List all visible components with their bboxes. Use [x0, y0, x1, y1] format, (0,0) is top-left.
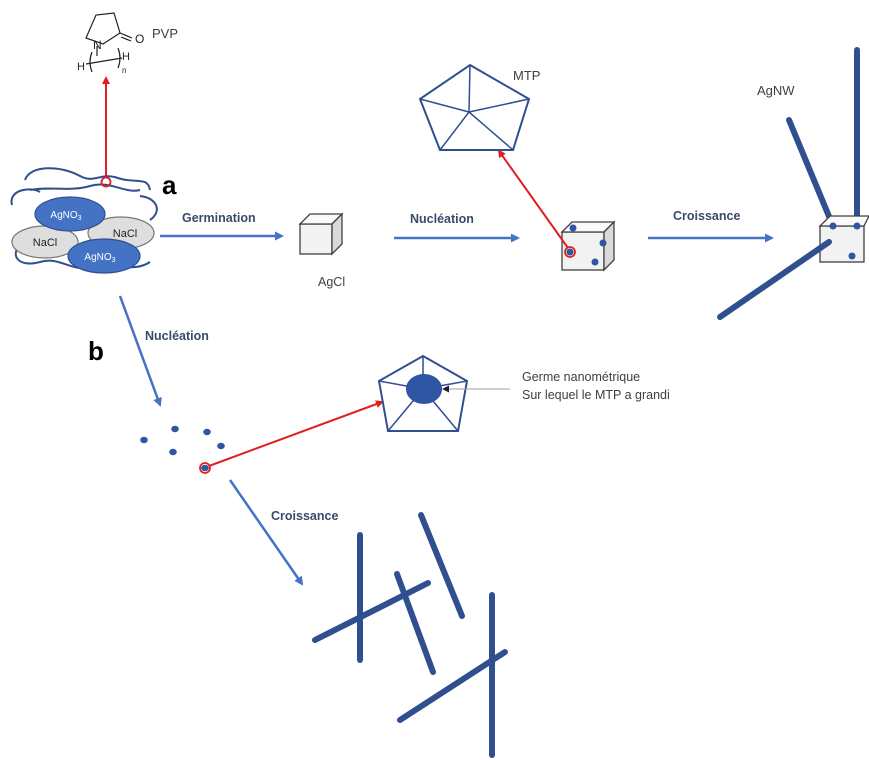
- seeded-cube: [560, 220, 616, 272]
- nanowire: [397, 649, 508, 723]
- agno3-sub-bottom: 3: [112, 257, 116, 264]
- seed-to-mtp-arrow: [208, 400, 384, 467]
- seed-highlight-marker: [564, 246, 576, 258]
- nucleation-label-a: Nucléation: [410, 212, 474, 226]
- agcl-cube: [298, 212, 344, 256]
- agno3-label-bottom: AgNO3: [84, 252, 115, 264]
- agnw-nanowires: [786, 47, 860, 231]
- nanoseed-cluster: [140, 425, 225, 472]
- nanoseed: [203, 428, 211, 436]
- agnw-cube: [818, 215, 869, 263]
- agno3-label-top: AgNO3: [50, 210, 81, 222]
- seed-dot: [591, 258, 599, 266]
- agno3-base-top: AgNO: [50, 210, 77, 221]
- oxygen-atom: O: [135, 32, 144, 46]
- mtp-pentagon: [418, 63, 531, 151]
- nanowire: [717, 239, 832, 320]
- germination-label: Germination: [182, 211, 256, 225]
- nacl-label-left: NaCl: [33, 237, 57, 249]
- nanoseed: [201, 464, 209, 472]
- nanowire: [786, 117, 836, 229]
- carbonyl-bond-double: [120, 36, 132, 42]
- carbonyl-bond: [119, 32, 133, 39]
- agno3-particle-top: AgNO3: [34, 196, 106, 232]
- chain-end-h-right: H: [122, 51, 130, 63]
- mtp-pointer-arrow: [497, 149, 569, 249]
- nanowire: [312, 580, 431, 643]
- free-nanowires: [312, 512, 508, 758]
- nanoseed: [171, 425, 179, 433]
- croissance-label-a: Croissance: [673, 209, 740, 223]
- nanoseed: [169, 448, 177, 456]
- repeat-subscript: n: [122, 66, 126, 75]
- nanowire: [394, 571, 436, 675]
- agno3-sub-top: 3: [78, 215, 82, 222]
- nanoseed-highlight-marker: [199, 462, 211, 474]
- croissance-label-b: Croissance: [271, 509, 338, 523]
- nanoseed-core: [406, 374, 442, 404]
- repeat-bracket-left: [89, 51, 93, 73]
- pvp-label: PVP: [152, 26, 178, 41]
- seed-dot: [566, 248, 574, 256]
- pvp-molecule: [85, 12, 133, 73]
- seed-dot: [853, 222, 861, 230]
- nitrogen-atom: N: [93, 38, 102, 52]
- agno3-particle-bottom: AgNO3: [67, 238, 141, 274]
- seed-dot: [829, 222, 837, 230]
- agcl-label: AgCl: [318, 275, 345, 289]
- nucleation-label-b: Nucléation: [145, 329, 209, 343]
- polymer-highlight-marker: [100, 176, 112, 188]
- nanowire: [418, 512, 465, 619]
- nacl-particle-left: NaCl: [11, 225, 79, 259]
- route-label-a: a: [162, 170, 177, 200]
- route-label-b: b: [88, 336, 104, 366]
- agno3-base-bottom: AgNO: [84, 252, 111, 263]
- nucleation-arrow-b: [118, 295, 162, 407]
- nanoseed: [140, 436, 148, 444]
- seed-dot: [599, 239, 607, 247]
- nanoseed: [217, 442, 225, 450]
- backbone-bond: [85, 57, 123, 65]
- chain-end-h-left: H: [77, 61, 85, 73]
- pyrrolidone-ring: [85, 12, 121, 45]
- mtp-label: MTP: [513, 68, 540, 83]
- annotation-line1: Germe nanométrique: [522, 370, 640, 384]
- nacl-label-right: NaCl: [113, 228, 137, 240]
- agnw-label: AgNW: [757, 83, 795, 98]
- annotation-line2: Sur lequel le MTP a grandi: [522, 388, 670, 402]
- mtp-with-seed: [377, 354, 469, 432]
- seed-dot: [569, 224, 577, 232]
- seed-dot: [848, 252, 856, 260]
- croissance-arrow-b: [228, 479, 304, 586]
- repeat-bracket-right: [117, 47, 121, 69]
